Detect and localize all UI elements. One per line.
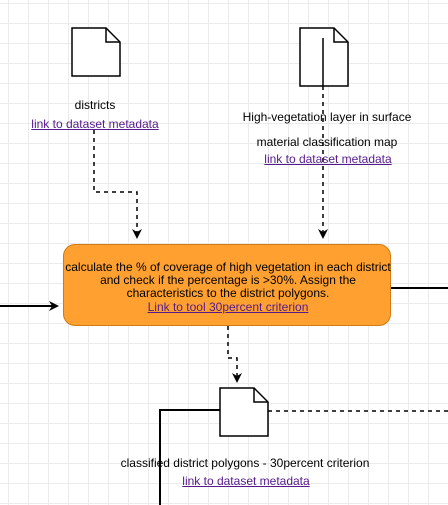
districts-document-icon[interactable] [71, 27, 121, 77]
districts-label: districts [74, 98, 116, 112]
output-label: classified district polygons - 30percent… [120, 456, 370, 470]
edge-districts-to-process [93, 130, 142, 239]
vegetation-metadata-link[interactable]: link to dataset metadata [264, 152, 392, 166]
process-description: calculate the % of coverage of high vege… [65, 260, 391, 300]
edge-process-to-output [227, 326, 242, 383]
process-box[interactable]: calculate the % of coverage of high vege… [63, 244, 391, 326]
output-metadata-link[interactable]: link to dataset metadata [182, 474, 310, 488]
vegetation-label-line1: High-vegetation layer in surface [242, 110, 412, 124]
edge-output-left-down [159, 409, 220, 505]
vegetation-label-line2: material classification map [256, 135, 398, 149]
output-document-icon[interactable] [219, 387, 269, 437]
process-tool-link[interactable]: Link to tool 30percent criterion [147, 300, 309, 314]
districts-metadata-link[interactable]: link to dataset metadata [31, 117, 159, 131]
vegetation-document-icon[interactable] [299, 27, 349, 87]
